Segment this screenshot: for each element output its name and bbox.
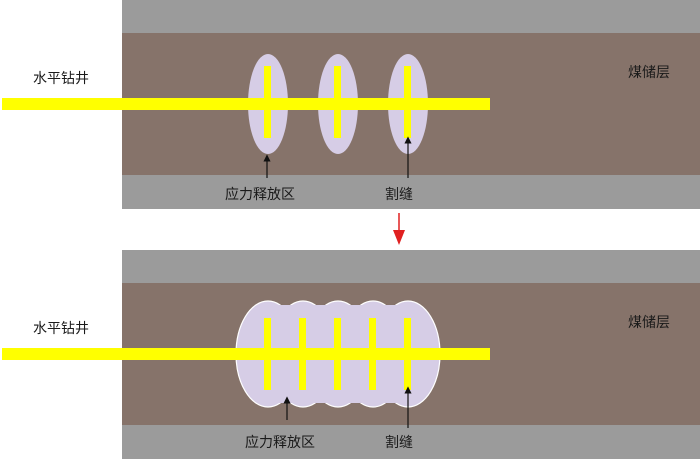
bottom-slot-2 (299, 318, 306, 390)
bottom-slots (264, 318, 411, 390)
bottom-well-label: 水平钻井 (33, 321, 89, 337)
top-slot-2 (334, 66, 341, 138)
bottom-panel: 水平钻井 煤储层 应力释放区 割缝 (2, 250, 700, 459)
bottom-horizontal-well (2, 348, 490, 360)
top-slot-3 (404, 66, 411, 138)
top-stress-zone-label: 应力释放区 (225, 186, 295, 203)
top-slot-1 (264, 66, 271, 138)
bottom-slot-label: 割缝 (385, 434, 413, 451)
top-slots (264, 66, 411, 138)
bottom-roof-rock (122, 250, 700, 283)
top-floor-rock (122, 175, 700, 209)
top-well-label: 水平钻井 (33, 71, 89, 87)
bottom-stress-zone-label: 应力释放区 (245, 434, 315, 451)
top-horizontal-well (2, 98, 490, 110)
top-panel: 水平钻井 煤储层 应力释放区 割缝 (2, 0, 700, 209)
top-roof-rock (122, 0, 700, 33)
transition-arrow (393, 213, 405, 245)
top-seam-label: 煤储层 (628, 65, 670, 81)
bottom-slot-3 (334, 318, 341, 390)
top-slot-label: 割缝 (385, 186, 413, 203)
transition-arrow-head (393, 230, 405, 245)
bottom-slot-1 (264, 318, 271, 390)
bottom-floor-rock (122, 425, 700, 459)
bottom-slot-5 (404, 318, 411, 390)
bottom-seam-label: 煤储层 (628, 315, 670, 331)
bottom-slot-4 (369, 318, 376, 390)
